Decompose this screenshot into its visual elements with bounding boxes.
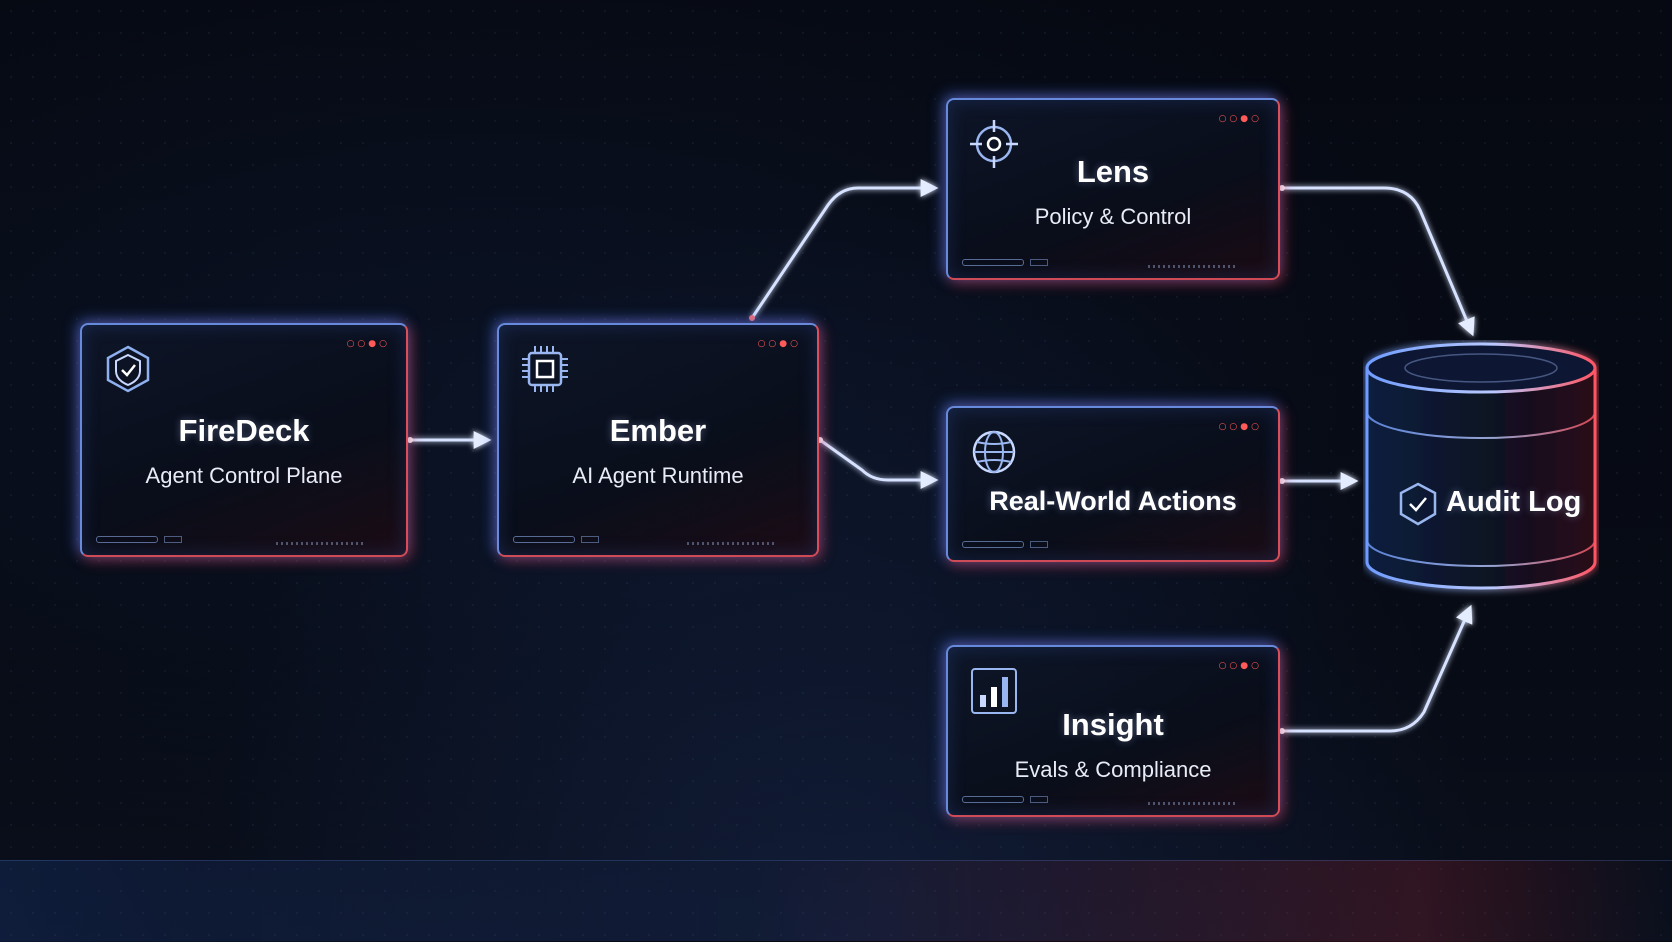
decor-bar [962,796,1024,803]
window-dots: ○○●○ [757,339,801,349]
node-subtitle: AI Agent Runtime [572,463,744,488]
decor-bar [1030,259,1048,266]
window-dots: ○○●○ [346,339,390,349]
node-firedeck: ○○●○ FireDeck Agent Control Plane [80,323,408,557]
edge-insight-audit [1282,604,1473,733]
node-subtitle: Agent Control Plane [145,463,343,488]
node-subtitle: Policy & Control [1034,204,1192,229]
decor-bar [1030,796,1048,803]
node-ember: ○○●○ Ember AI Agent Runtime [497,323,819,557]
audit-log-label: Audit Log [1446,486,1582,518]
node-title: Real-World Actions [989,486,1237,516]
node-subtitle: Evals & Compliance [1014,757,1212,782]
decor-ticks [276,542,366,545]
globe-icon [972,430,1016,474]
shield-check-icon [1399,482,1437,526]
reflective-floor [0,860,1672,942]
decor-ticks [687,542,777,545]
shield-check-icon [106,345,150,393]
node-title: FireDeck [178,413,310,448]
edge-ember-lens [750,179,939,319]
node-real-world-actions: ○○●○ Real-World Actions [946,406,1280,562]
window-dots: ○○●○ [1218,114,1262,124]
decor-bar [513,536,575,543]
node-title: Ember [609,413,707,448]
decor-bar [164,536,182,543]
crosshair-icon [970,120,1018,168]
edge-ember-actions [819,438,939,489]
node-lens: ○○●○ Lens Policy & Control [946,98,1280,280]
window-dots: ○○●○ [1218,661,1262,671]
window-dots: ○○●○ [1218,422,1262,432]
decor-bar [962,541,1024,548]
audit-log-database [1365,342,1597,590]
decor-bar [962,259,1024,266]
decor-bar [581,536,599,543]
decor-ticks [1148,802,1238,805]
edge-lens-audit [1282,186,1475,337]
node-title: Lens [1076,154,1150,189]
chip-icon [522,346,568,392]
node-title: Insight [1062,707,1164,742]
decor-bar [96,536,158,543]
decor-bar [1030,541,1048,548]
bar-chart-icon [971,668,1017,714]
decor-ticks [1148,265,1238,268]
node-insight: ○○●○ Insight Evals & Compliance [946,645,1280,817]
